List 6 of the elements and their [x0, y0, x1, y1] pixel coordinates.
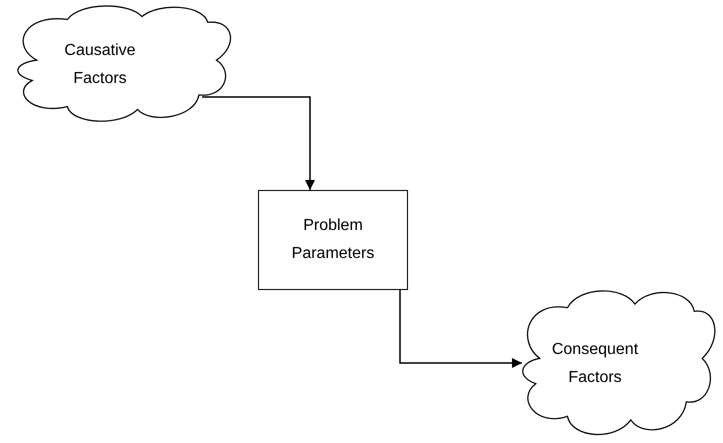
arrow [399, 290, 522, 368]
node-label: Consequent Factors [550, 340, 640, 388]
node-label: Causative Factors [63, 41, 137, 89]
arrow [202, 96, 315, 190]
node-label: Problem Parameters [290, 216, 376, 264]
process-box [258, 190, 408, 290]
